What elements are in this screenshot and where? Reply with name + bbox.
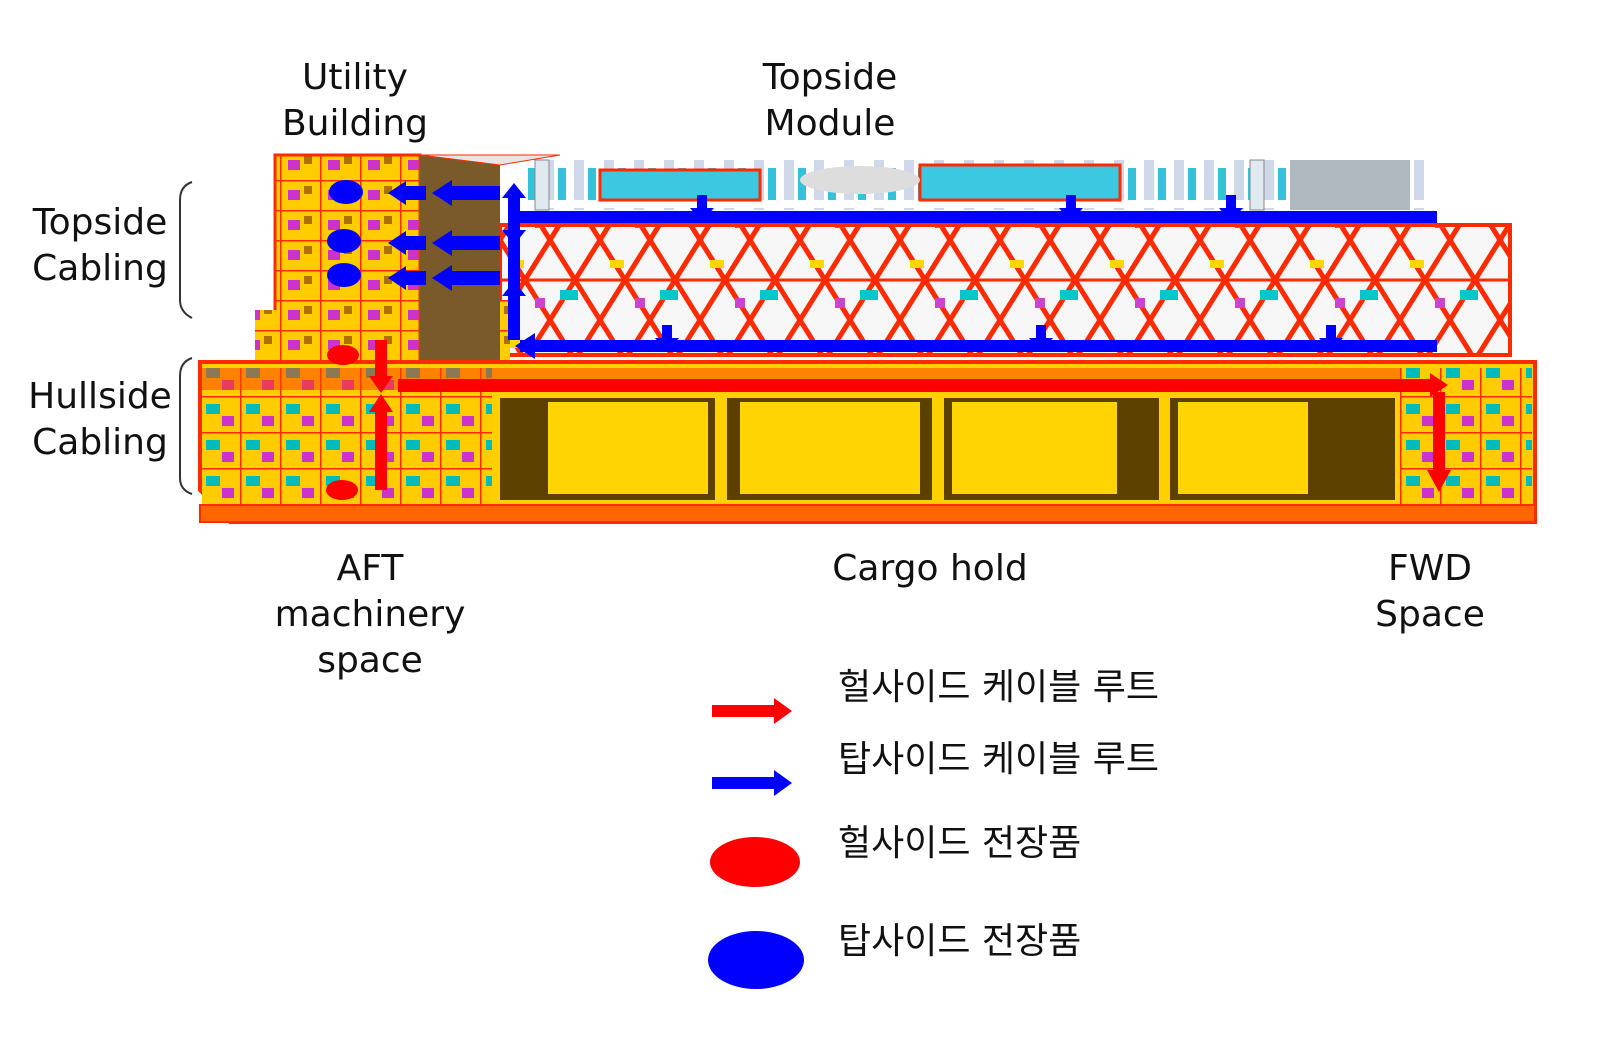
cargo-tanks [500,398,1395,500]
hullside-bracket [180,358,192,494]
legend-label-hull-route: 헐사이드 케이블 루트 [838,658,1159,710]
topside-truss [500,225,1510,355]
blue-ellipse-icon [706,930,810,992]
blue-arrow-icon [712,768,802,798]
hullside-equipment-marker [327,345,359,365]
topside-bracket [180,182,192,318]
legend-label-topside-route: 탑사이드 케이블 루트 [838,730,1159,782]
hullside-equipment-marker [326,480,358,500]
topside-equipment-marker [327,263,361,287]
red-arrow-icon [712,696,802,726]
topside-equipment-marker [327,229,361,253]
topside-equipment [525,160,1425,210]
legend-label-hull-equipment: 헐사이드 전장품 [838,814,1081,866]
topside-equipment-marker [329,180,363,204]
legend-label-topside-equipment: 탑사이드 전장품 [838,912,1081,964]
red-ellipse-icon [708,836,808,892]
